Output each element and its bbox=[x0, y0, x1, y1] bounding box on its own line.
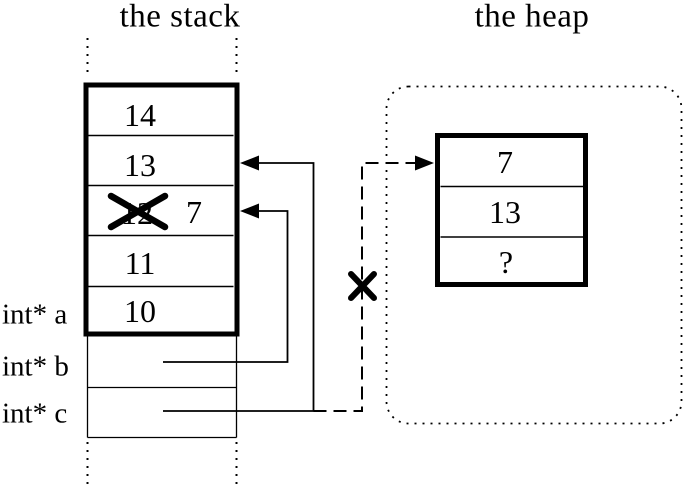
stack-box bbox=[83, 82, 240, 337]
dangling-pointer-dashed-line bbox=[313, 162, 421, 412]
stack-cell-value-13: 13 bbox=[124, 147, 156, 183]
heap-cell-value-question: ? bbox=[498, 244, 514, 280]
stack-cell-value-14: 14 bbox=[124, 97, 156, 133]
heap-region-dotted-border bbox=[385, 85, 683, 425]
pointer-c-arrowhead-icon bbox=[240, 155, 259, 171]
stack-cell-value-11: 11 bbox=[124, 245, 156, 281]
dangling-pointer-arrowhead-icon bbox=[415, 155, 434, 171]
stack-title: the stack bbox=[119, 0, 241, 35]
pointer-label-a: int* a bbox=[2, 298, 68, 331]
x-mark-dangling-pointer-icon bbox=[348, 271, 377, 301]
stack-cell-new-value-7: 7 bbox=[186, 194, 202, 230]
pointer-b-line bbox=[163, 210, 289, 363]
pointer-label-c: int* c bbox=[2, 397, 68, 430]
heap-cell-value-7: 7 bbox=[497, 144, 513, 180]
pointer-label-b: int* b bbox=[2, 350, 69, 383]
pointer-b-arrowhead-icon bbox=[240, 203, 259, 219]
stack-cell-value-10: 10 bbox=[124, 293, 156, 329]
heap-title: the heap bbox=[474, 0, 590, 35]
heap-cell-value-13: 13 bbox=[489, 194, 521, 230]
stack-cell-old-value-12: 12 bbox=[121, 195, 153, 231]
